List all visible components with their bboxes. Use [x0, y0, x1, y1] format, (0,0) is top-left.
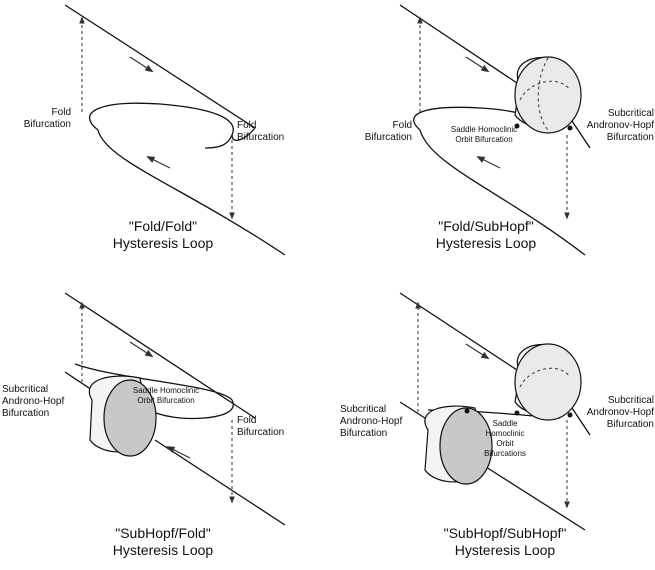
flow-arrow-top — [129, 341, 154, 358]
panel-subhopf-fold: Subcritical Androno-Hopf Bifurcation Sad… — [2, 292, 286, 558]
hopf-point-right — [567, 412, 573, 418]
right-label-line2: Andronov-Hopf — [587, 120, 654, 131]
middle-label-line2: Orbit Bifurcation — [137, 396, 194, 405]
middle-label-line3: Orbit — [496, 439, 514, 448]
upper-branch-right — [569, 117, 591, 149]
upper-branch — [64, 292, 256, 419]
hopf-point — [567, 125, 573, 131]
left-label-line3: Bifurcation — [340, 428, 387, 439]
lower-branch — [97, 129, 286, 256]
lower-branch-left — [64, 371, 93, 391]
left-label-line1: Subcritical — [340, 404, 386, 415]
right-label-line1: Subcritical — [608, 108, 654, 119]
panel-subhopf-subhopf: Subcritical Androno-Hopf Bifurcation Sad… — [340, 292, 654, 558]
middle-label-line1: Saddle Homoclinic — [451, 125, 517, 134]
right-label-line2: Andronov-Hopf — [587, 407, 654, 418]
caption-line2: Hysteresis Loop — [113, 542, 214, 558]
caption-line1: "Fold/SubHopf" — [438, 218, 534, 234]
lower-branch — [154, 439, 286, 526]
left-label-line2: Androno-Hopf — [340, 416, 402, 427]
middle-label-line1: Saddle Homoclinic — [133, 386, 199, 395]
middle-label-line2: Homoclinic — [485, 429, 524, 438]
unstable-branch — [88, 102, 234, 149]
flow-arrow-bottom — [146, 156, 171, 169]
right-label-line1: Fold — [237, 415, 256, 426]
middle-label-line1: Saddle — [493, 419, 518, 428]
upper-branch — [399, 4, 521, 86]
homoclinic-point-left — [464, 408, 470, 414]
left-label-line3: Bifurcation — [2, 408, 49, 419]
flow-arrow-top — [129, 56, 154, 73]
lower-branch-left — [399, 401, 429, 421]
cone-hidden-line-2 — [537, 57, 549, 131]
homoclinic-point-right — [514, 410, 520, 416]
flow-arrow-top — [465, 343, 490, 360]
caption-line2: Hysteresis Loop — [455, 542, 556, 558]
caption-line1: "SubHopf/SubHopf" — [444, 525, 567, 541]
right-label-line2: Bifurcation — [237, 132, 284, 143]
upper-branch-right — [569, 404, 591, 436]
flow-arrow-bottom — [476, 156, 501, 169]
cone-face — [514, 56, 582, 134]
left-label-line2: Bifurcation — [24, 119, 71, 130]
caption-line1: "Fold/Fold" — [129, 218, 197, 234]
homoclinic-point — [514, 123, 520, 129]
caption-line2: Hysteresis Loop — [436, 235, 537, 251]
panel-fold-subhopf: Fold Bifurcation Saddle Homoclinic Orbit… — [365, 4, 654, 256]
middle-label-line4: Bifurcations — [484, 449, 526, 458]
left-label-line1: Fold — [52, 107, 71, 118]
upper-branch — [64, 4, 256, 129]
fold-connect — [231, 127, 256, 141]
right-cone-face — [514, 343, 582, 421]
caption-line2: Hysteresis Loop — [113, 235, 214, 251]
middle-label-line2: Orbit Bifurcation — [455, 135, 512, 144]
left-label-line2: Androno-Hopf — [2, 396, 64, 407]
right-cone-hidden-line — [519, 367, 571, 388]
lower-branch — [419, 129, 586, 256]
flow-arrow-bottom — [166, 446, 191, 459]
right-label-line1: Subcritical — [608, 395, 654, 406]
left-label-line2: Bifurcation — [365, 132, 412, 143]
right-label-line3: Bifurcation — [607, 132, 654, 143]
panel-fold-fold: Fold Bifurcation Fold Bifurcation "Fold/… — [24, 4, 286, 256]
left-label-line1: Subcritical — [2, 384, 48, 395]
right-label-line2: Bifurcation — [237, 427, 284, 438]
right-label-line3: Bifurcation — [607, 419, 654, 430]
flow-arrow-top — [465, 56, 490, 73]
cone-face — [103, 379, 157, 457]
caption-line1: "SubHopf/Fold" — [115, 525, 211, 541]
left-label-line1: Fold — [393, 120, 412, 131]
left-cone-face — [439, 407, 493, 485]
lower-branch — [474, 459, 586, 531]
right-label-line1: Fold — [237, 120, 256, 131]
cone-hidden-line — [519, 80, 571, 101]
